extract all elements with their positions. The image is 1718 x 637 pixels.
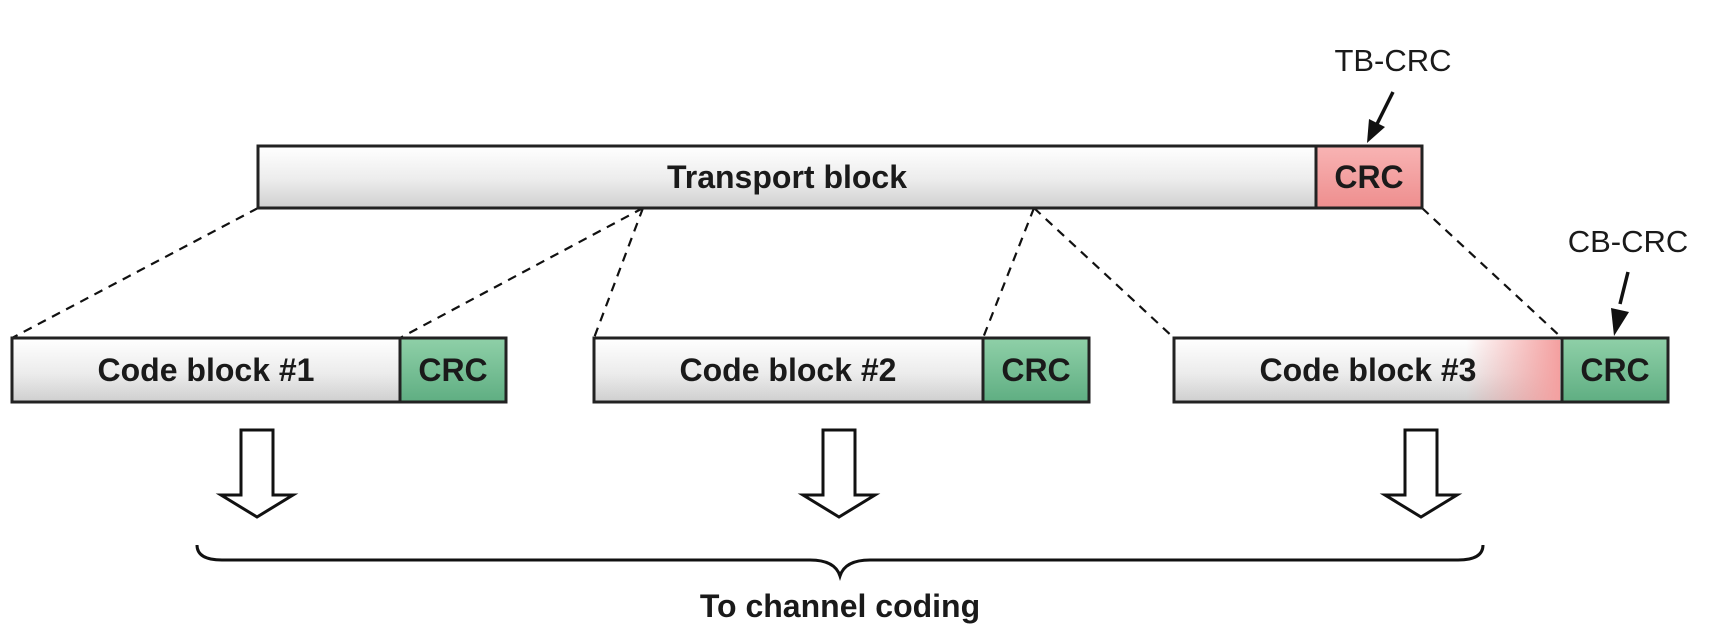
code-block-3-group: Code block #3 CRC [1172,336,1670,404]
code-block-3-label: Code block #3 [1260,352,1477,388]
tb-crc-arrowhead-icon [1367,119,1385,143]
code-block-1-label: Code block #1 [98,352,315,388]
seg-line-cb3-right [1421,207,1563,339]
transport-block-group: Transport block CRC [256,144,1424,210]
code-block-1-group: Code block #1 CRC [10,336,508,404]
segmentation-lines [11,207,1563,339]
cb-crc-pointer-icon [1618,271,1630,305]
seg-line-cb2-left [592,207,645,339]
code-block-3-tb-crc-portion [1466,340,1560,400]
tb-crc-box [1314,144,1424,210]
tb-crc-label: CRC [1334,159,1403,195]
tb-crc-pointer-icon [1375,91,1395,125]
seg-line-cb1-right [399,207,644,339]
cb-crc-3-box [1560,336,1670,404]
code-block-2-group: Code block #2 CRC [592,336,1091,404]
down-arrow-1-icon [215,428,299,519]
cb-crc-3-label: CRC [1580,352,1649,388]
cb-crc-callout-label: CB-CRC [1568,224,1689,259]
grouping-brace-icon [195,544,1485,582]
code-block-2 [592,336,985,404]
seg-line-cb2-right [981,207,1036,339]
seg-line-cb1-left [11,207,259,339]
down-arrow-3-icon [1379,428,1463,519]
seg-line-cb3-left [1033,207,1175,339]
code-block-2-label: Code block #2 [680,352,897,388]
down-arrow-2-icon [797,428,881,519]
tb-crc-callout: TB-CRC [1334,43,1452,143]
down-arrows [215,428,1463,519]
cb-crc-2-box [981,336,1091,404]
transport-block [256,144,1318,210]
cb-crc-2-label: CRC [1001,352,1070,388]
tb-crc-callout-label: TB-CRC [1334,43,1451,78]
cb-crc-1-box [398,336,508,404]
destination-label: To channel coding [700,588,980,624]
cb-crc-callout: CB-CRC [1568,224,1689,336]
cb-crc-1-label: CRC [418,352,487,388]
transport-block-label: Transport block [667,159,907,195]
cb-crc-arrowhead-icon [1611,308,1629,336]
code-block-1 [10,336,402,404]
